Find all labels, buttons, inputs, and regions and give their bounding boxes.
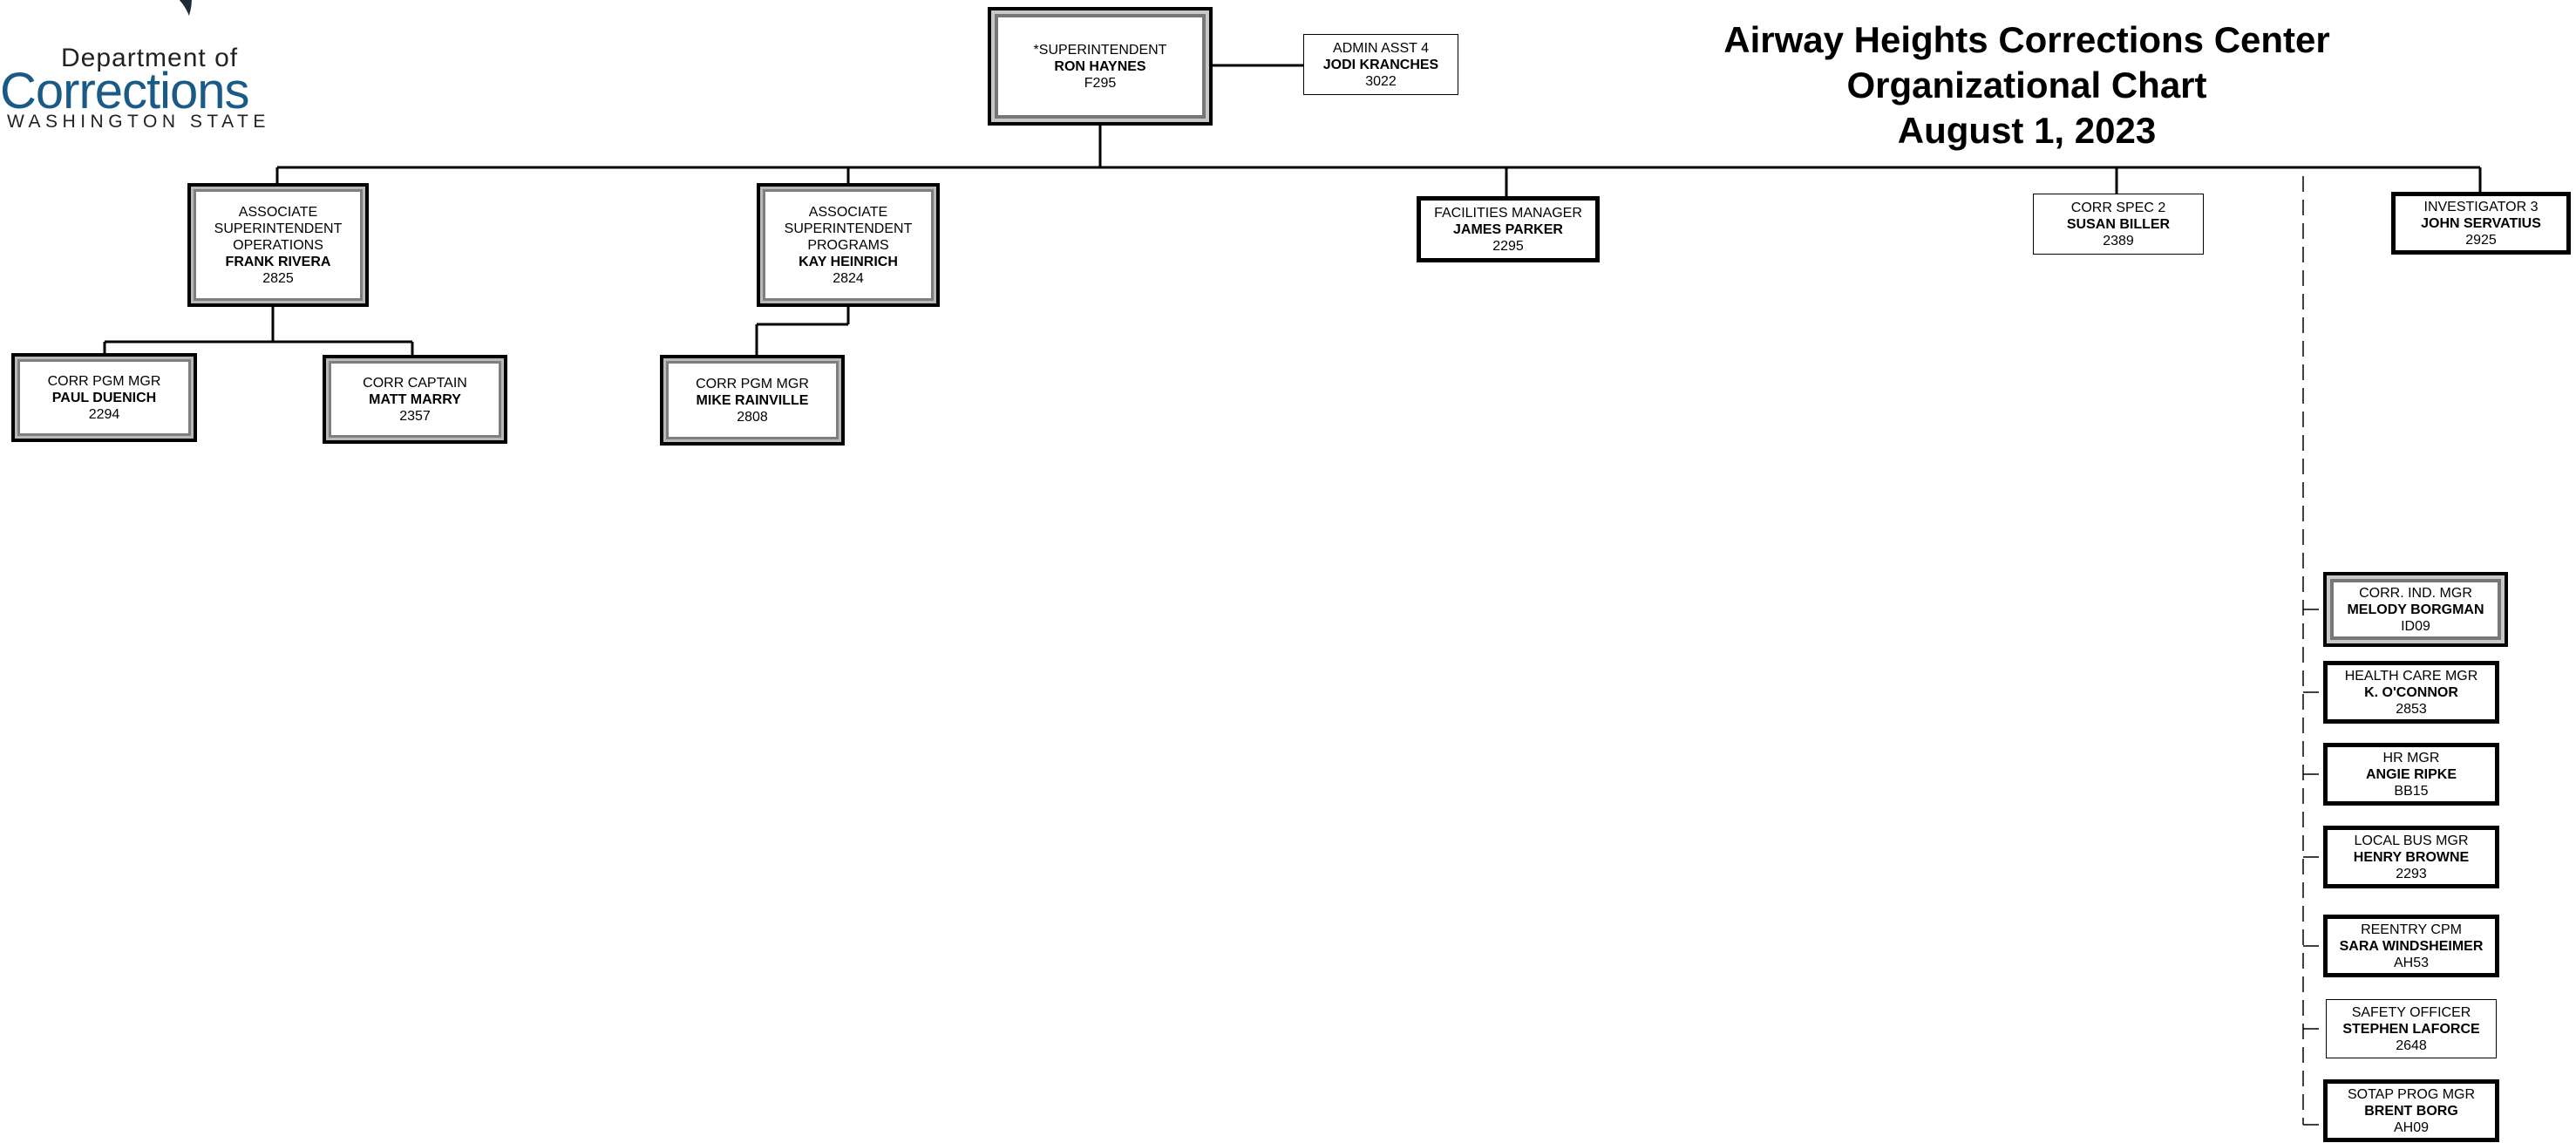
person-name: MELODY BORGMAN: [2347, 602, 2484, 617]
person-name: HENRY BROWNE: [2353, 849, 2470, 865]
position-title: ADMIN ASST 4: [1333, 40, 1429, 56]
position-code: 2648: [2396, 1038, 2427, 1053]
person-name: ANGIE RIPKE: [2365, 766, 2457, 782]
position-code: 2293: [2396, 866, 2427, 881]
person-name: JODI KRANCHES: [1322, 57, 1439, 72]
position-code: AH09: [2393, 1119, 2430, 1135]
person-name: SARA WINDSHEIMER: [2339, 938, 2484, 954]
position-title: SAFETY OFFICER: [2351, 1004, 2471, 1020]
position-code: 2357: [399, 408, 431, 424]
position-title-1: ASSOCIATE: [238, 204, 318, 220]
position-title: CORR. IND. MGR: [2359, 585, 2472, 601]
position-code: 2825: [262, 270, 294, 286]
person-name: RON HAYNES: [1054, 58, 1146, 74]
corr-pgm-mgr-programs-box[interactable]: CORR PGM MGR MIKE RAINVILLE 2808: [660, 355, 845, 446]
position-title: HR MGR: [2382, 750, 2440, 765]
position-code: 2294: [88, 406, 120, 422]
position-code: ID09: [2401, 618, 2430, 634]
person-name: K. O'CONNOR: [2364, 684, 2458, 700]
person-name: MIKE RAINVILLE: [696, 392, 809, 408]
investigator-box[interactable]: INVESTIGATOR 3 JOHN SERVATIUS 2925: [2391, 192, 2571, 255]
position-title: CORR SPEC 2: [2070, 200, 2166, 215]
position-code: F295: [1084, 75, 1117, 91]
logo-corrections-text: Corrections: [0, 63, 250, 119]
position-title: SOTAP PROG MGR: [2347, 1086, 2476, 1102]
position-code: 3022: [1365, 73, 1397, 89]
title-line-3: August 1, 2023: [1897, 110, 2157, 151]
corr-spec-box[interactable]: CORR SPEC 2 SUSAN BILLER 2389: [2033, 194, 2204, 255]
position-code: AH53: [2393, 955, 2430, 970]
admin-asst-box[interactable]: ADMIN ASST 4 JODI KRANCHES 3022: [1303, 34, 1458, 95]
position-code: 2925: [2465, 232, 2497, 248]
person-name: JOHN SERVATIUS: [2421, 215, 2541, 231]
position-title: CORR CAPTAIN: [363, 375, 467, 391]
person-name: SUSAN BILLER: [2066, 216, 2171, 232]
staff-box-sotap-prog-mgr[interactable]: SOTAP PROG MGR BRENT BORG AH09: [2323, 1079, 2499, 1142]
person-name: MATT MARRY: [369, 391, 461, 407]
position-code: BB15: [2394, 783, 2429, 799]
position-title: REENTRY CPM: [2361, 922, 2462, 937]
person-name: BRENT BORG: [2364, 1103, 2458, 1119]
title-line-1: Airway Heights Corrections Center: [1723, 19, 2330, 60]
staff-box-corr-ind-mgr[interactable]: CORR. IND. MGR MELODY BORGMAN ID09: [2323, 572, 2508, 647]
position-title-1: ASSOCIATE: [808, 204, 888, 220]
position-title-3: PROGRAMS: [807, 237, 889, 253]
position-title: CORR PGM MGR: [47, 373, 161, 389]
position-title: LOCAL BUS MGR: [2354, 833, 2469, 848]
staff-box-safety-officer[interactable]: SAFETY OFFICER STEPHEN LAFORCE 2648: [2326, 999, 2497, 1058]
position-title: HEALTH CARE MGR: [2344, 668, 2478, 684]
staff-box-health-care-mgr[interactable]: HEALTH CARE MGR K. O'CONNOR 2853: [2323, 661, 2499, 724]
logo-state-text: WASHINGTON STATE: [7, 112, 270, 132]
position-title-3: OPERATIONS: [233, 237, 323, 253]
staff-box-hr-mgr[interactable]: HR MGR ANGIE RIPKE BB15: [2323, 743, 2499, 806]
position-title: CORR PGM MGR: [696, 376, 809, 391]
assoc-supt-programs-box[interactable]: ASSOCIATE SUPERINTENDENT PROGRAMS KAY HE…: [757, 183, 940, 307]
person-name: KAY HEINRICH: [799, 254, 898, 269]
assoc-supt-operations-box[interactable]: ASSOCIATE SUPERINTENDENT OPERATIONS FRAN…: [187, 183, 369, 307]
title-line-2: Organizational Chart: [1846, 65, 2207, 105]
staff-box-reentry-cpm[interactable]: REENTRY CPM SARA WINDSHEIMER AH53: [2323, 915, 2499, 977]
position-code: 2824: [833, 270, 864, 286]
position-code: 2295: [1492, 238, 1524, 254]
position-title: INVESTIGATOR 3: [2423, 199, 2539, 214]
position-code: 2389: [2103, 233, 2134, 248]
superintendent-box[interactable]: *SUPERINTENDENT RON HAYNES F295: [988, 7, 1213, 126]
person-name: STEPHEN LAFORCE: [2342, 1021, 2480, 1037]
person-name: FRANK RIVERA: [225, 254, 331, 269]
staff-box-local-bus-mgr[interactable]: LOCAL BUS MGR HENRY BROWNE 2293: [2323, 826, 2499, 888]
position-title-2: SUPERINTENDENT: [214, 221, 343, 236]
corr-pgm-mgr-ops-box[interactable]: CORR PGM MGR PAUL DUENICH 2294: [11, 353, 197, 442]
position-title: FACILITIES MANAGER: [1434, 205, 1582, 221]
position-title-2: SUPERINTENDENT: [784, 221, 913, 236]
corr-captain-box[interactable]: CORR CAPTAIN MATT MARRY 2357: [323, 355, 507, 444]
corrections-logo: Department of Corrections WASHINGTON STA…: [0, 0, 288, 135]
logo-dept-text: Department of: [61, 44, 239, 72]
person-name: PAUL DUENICH: [51, 390, 157, 405]
chart-title: Airway Heights Corrections Center Organi…: [1587, 17, 2467, 153]
position-title: *SUPERINTENDENT: [1033, 42, 1167, 58]
person-name: JAMES PARKER: [1453, 221, 1563, 237]
position-code: 2853: [2396, 701, 2427, 717]
facilities-manager-box[interactable]: FACILITIES MANAGER JAMES PARKER 2295: [1417, 196, 1600, 262]
position-code: 2808: [737, 409, 768, 425]
